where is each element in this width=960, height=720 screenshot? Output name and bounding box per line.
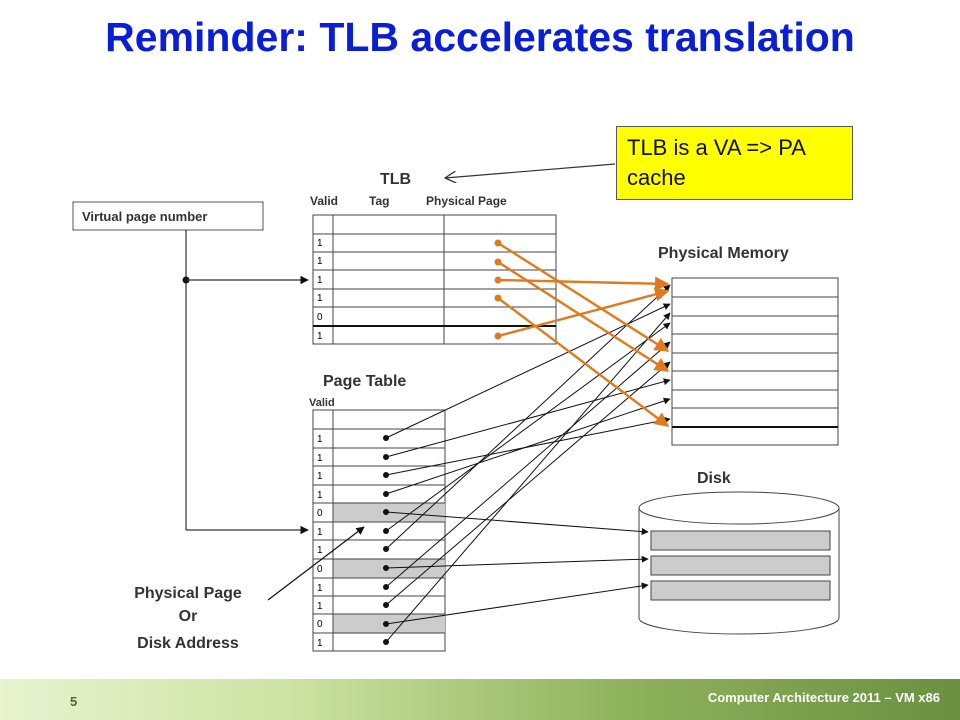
tlb-valid-bit: 1 (317, 238, 323, 249)
physical-memory-label: Physical Memory (658, 245, 789, 262)
page-table-valid-bit: 1 (317, 453, 323, 464)
page-table-arrows (385, 284, 671, 643)
tlb-valid-bit: 1 (317, 293, 323, 304)
page-table-valid-bit: 1 (317, 545, 323, 556)
page-table-valid-bit: 1 (317, 527, 323, 538)
page-table-valid-bit: 1 (317, 471, 323, 482)
page-table-valid-bit: 1 (317, 434, 323, 445)
tlb-tag-header: Tag (369, 194, 389, 208)
page-table-valid-bit: 0 (317, 564, 323, 575)
tlb-valid-bit: 0 (317, 312, 323, 323)
tlb-arrows (497, 241, 670, 427)
tlb-valid-header: Valid (310, 194, 338, 208)
physical-memory-table (671, 277, 839, 446)
footer-course-title: Computer Architecture 2011 – VM x86 (707, 690, 940, 705)
page-number: 5 (70, 694, 78, 709)
ppa-label-line3: Disk Address (137, 635, 239, 652)
footer-bar: 5 Computer Architecture 2011 – VM x86 (0, 679, 960, 720)
disk-cylinder (638, 491, 840, 635)
tlb-valid-bit: 1 (317, 256, 323, 267)
page-table-label: Page Table (323, 373, 406, 390)
ppa-label-line1: Physical Page (134, 585, 242, 602)
tlb-callout: TLB is a VA => PA cache (616, 126, 853, 200)
page-table-valid-bit: 0 (317, 508, 323, 519)
tlb-dots (494, 239, 502, 340)
tlb-physical-page-header: Physical Page (426, 194, 507, 208)
page-table-valid-bit: 1 (317, 583, 323, 594)
page-table-valid-header: Valid (309, 397, 335, 409)
page-table-valid-bit: 1 (317, 490, 323, 501)
ppa-pointer-arrow (267, 526, 365, 601)
virtual-page-number-box (72, 201, 264, 231)
tlb-valid-bit: 1 (317, 331, 323, 342)
page-table-dots (383, 435, 389, 645)
page-table-valid-bit: 1 (317, 638, 323, 649)
slide-title: Reminder: TLB accelerates translation (105, 14, 855, 60)
ppa-label-line2: Or (179, 608, 198, 625)
tlb-valid-bit: 1 (317, 275, 323, 286)
callout-pointer-arrow (445, 163, 616, 178)
virtual-page-number-label: Virtual page number (82, 209, 207, 224)
disk-label: Disk (697, 470, 731, 487)
page-table-valid-bit: 1 (317, 601, 323, 612)
page-table-valid-bit: 0 (317, 619, 323, 630)
tlb-label: TLB (380, 171, 411, 188)
